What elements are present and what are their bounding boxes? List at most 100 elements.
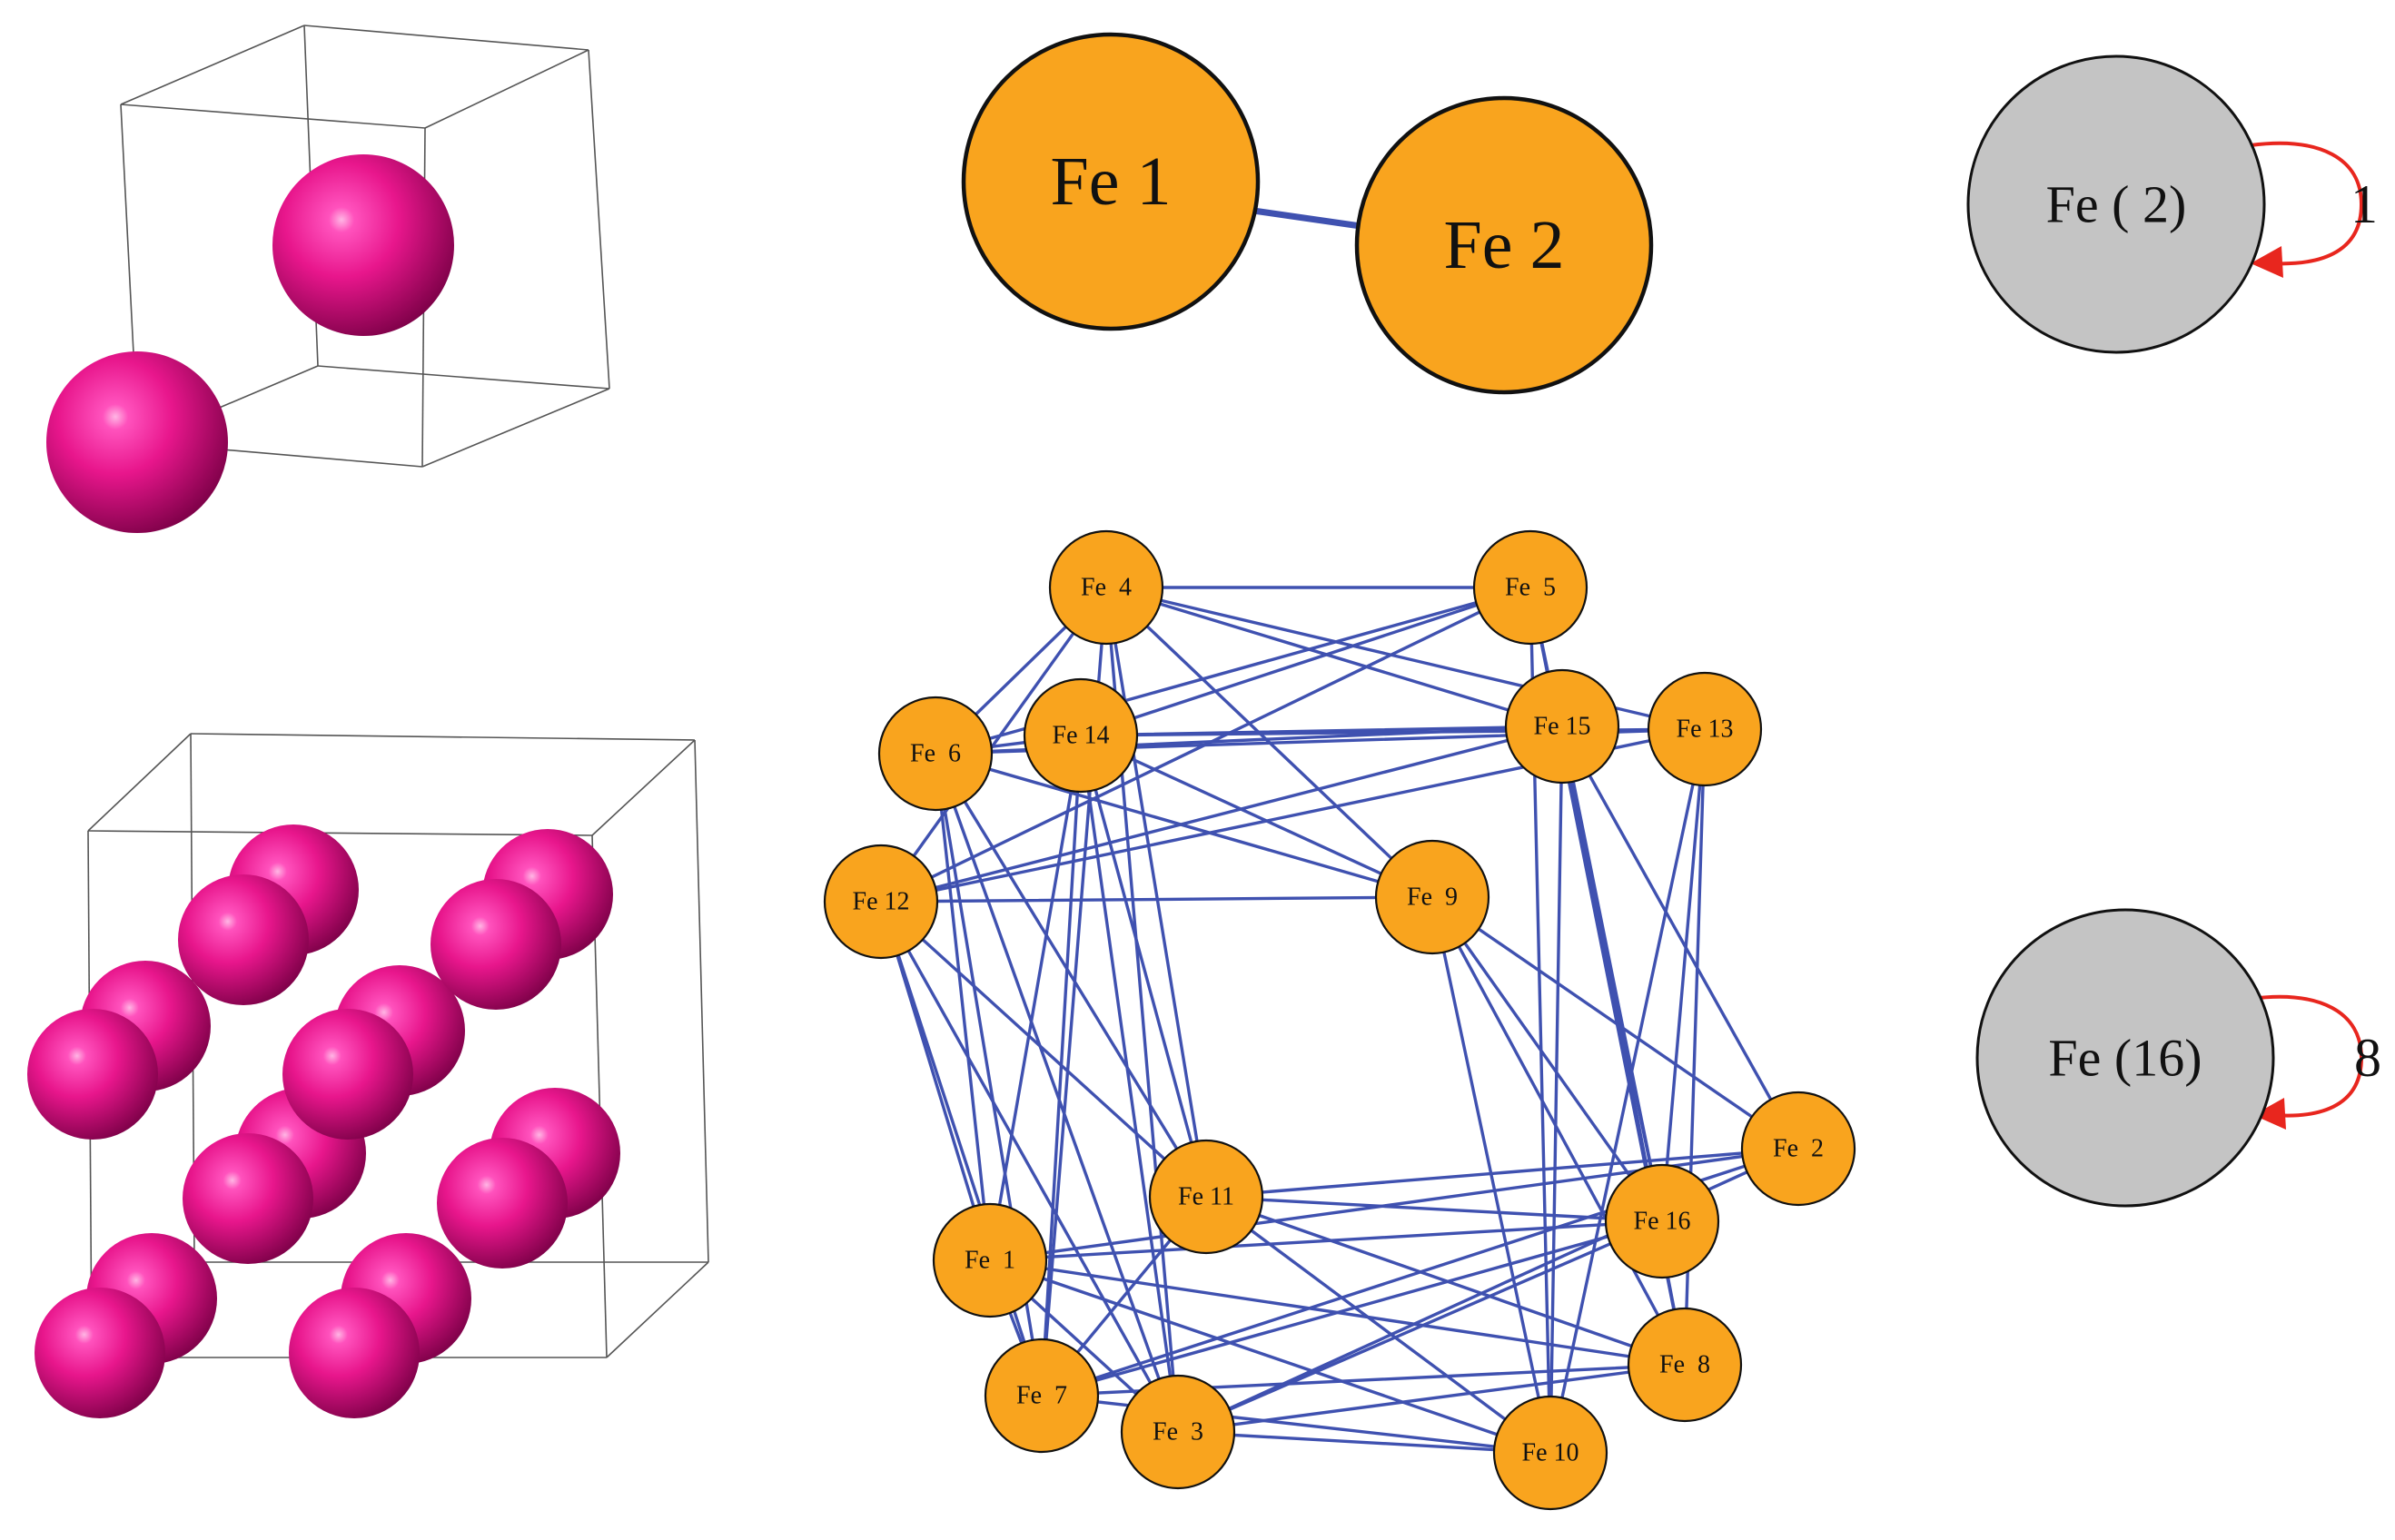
atom: [183, 1133, 313, 1264]
graph-edge: [879, 900, 1180, 1434]
graph-node-label: Fe 1: [1051, 143, 1172, 220]
graph-node-label: Fe 10: [1522, 1439, 1579, 1467]
graph-node-label: Fe 9: [1407, 884, 1458, 912]
graph-edge: [934, 752, 992, 1262]
graph-edge: [1204, 1147, 1800, 1199]
graph-node-fe1[interactable]: Fe 1: [961, 32, 1261, 331]
graph-edge: [1250, 207, 1371, 231]
graph-node-label: Fe 1: [965, 1247, 1015, 1275]
quotient-node[interactable]: Fe (16): [1975, 908, 2275, 1208]
atom: [289, 1288, 420, 1418]
atom: [272, 154, 454, 336]
graph-node-n13[interactable]: Fe 13: [1647, 671, 1763, 787]
graph-node-label: Fe 14: [1053, 722, 1110, 750]
graph-node-label: Fe 7: [1016, 1382, 1067, 1410]
graph-node-label: Fe 15: [1534, 713, 1591, 741]
graph-edge: [1560, 725, 1800, 1150]
arrowhead-icon: [2253, 1098, 2286, 1130]
graph-edge: [934, 752, 1208, 1199]
quotient-node[interactable]: Fe ( 2): [1966, 54, 2266, 354]
graph-large: Fe 4 Fe 5 Fe 14 Fe 15 Fe 13 Fe 6 Fe 12 Fe 9 Fe 2…: [823, 529, 1856, 1511]
graph-edge: [1104, 586, 1208, 1199]
graph-node-label: Fe 3: [1153, 1418, 1203, 1446]
graph-node-n7[interactable]: Fe 7: [984, 1338, 1100, 1454]
graph-edge: [1040, 1394, 1552, 1455]
graph-edge: [879, 895, 1434, 903]
graph-edge: [1104, 586, 1564, 728]
graph-node-label: Fe 12: [853, 888, 910, 916]
graph-edge: [1430, 895, 1800, 1150]
graph-node-label: Fe 11: [1178, 1183, 1234, 1211]
graph-node-n11[interactable]: Fe 11: [1148, 1139, 1264, 1255]
graph-nodes: Fe 4 Fe 5 Fe 14 Fe 15 Fe 13 Fe 6 Fe 12 Fe 9 Fe 2…: [823, 529, 1856, 1511]
loop-count-label: 8: [2354, 1028, 2381, 1088]
graph-edge: [1079, 734, 1208, 1199]
graph-edge: [1430, 895, 1664, 1223]
graph-edge: [934, 752, 1434, 899]
graph-edge: [879, 900, 1208, 1199]
loop-count-label: 1: [2350, 174, 2378, 234]
atom: [27, 1009, 158, 1140]
graph-node-label: Fe 5: [1505, 574, 1556, 602]
graph-node-label: Fe 8: [1659, 1351, 1710, 1379]
graph-edge: [988, 1259, 1687, 1367]
graph-node-n16[interactable]: Fe 16: [1604, 1163, 1720, 1279]
graph-edge: [1549, 725, 1564, 1455]
quotient-graph-large: Fe (16) 8: [1975, 908, 2381, 1208]
unit-cell-large: [27, 733, 709, 1418]
graph-edge: [988, 1259, 1552, 1455]
graph-edge: [1204, 1195, 1552, 1455]
quotient-graph-small: Fe ( 2) 1: [1966, 54, 2378, 354]
unit-cell-small: [46, 25, 610, 533]
graph-node-n9[interactable]: Fe 9: [1374, 839, 1490, 955]
graph-edge: [1204, 1195, 1664, 1223]
graph-edge: [1204, 1195, 1687, 1367]
graph-edge: [1176, 1219, 1664, 1434]
graph-node-n6[interactable]: Fe 6: [877, 696, 994, 812]
graph-node-n10[interactable]: Fe 10: [1492, 1395, 1608, 1511]
graph-edge: [1430, 895, 1687, 1367]
graph-edge: [879, 586, 1108, 903]
atom: [178, 874, 309, 1005]
atom: [431, 879, 561, 1010]
graph-node-n12[interactable]: Fe 12: [823, 844, 939, 960]
graph-edge: [1176, 1430, 1552, 1455]
graph-edge: [1549, 727, 1707, 1455]
graph-node-n1[interactable]: Fe 1: [932, 1202, 1048, 1318]
arrowhead-icon: [2251, 246, 2283, 278]
graph-node-fe2[interactable]: Fe 2: [1354, 95, 1654, 395]
graph-node-n4[interactable]: Fe 4: [1048, 529, 1164, 646]
graph-node-label: Fe 16: [1634, 1208, 1691, 1236]
graph-node-label: Fe 2: [1444, 207, 1565, 283]
graph-node-n14[interactable]: Fe 14: [1023, 677, 1139, 794]
graph-edge: [1079, 734, 1434, 899]
graph-node-label: Fe 6: [910, 740, 961, 768]
graph-edge: [879, 725, 1564, 903]
graph-edge: [988, 1219, 1664, 1262]
graph-node-label: Fe 2: [1773, 1135, 1824, 1163]
atom: [46, 351, 228, 533]
quotient-node-label: Fe (16): [2048, 1029, 2202, 1088]
graph-node-n8[interactable]: Fe 8: [1627, 1307, 1743, 1423]
graph-node-label: Fe 13: [1677, 716, 1734, 744]
graph-edge: [988, 734, 1083, 1262]
graph-edge: [934, 752, 1180, 1434]
graph-small: Fe 1 Fe 2: [961, 32, 1654, 395]
graph-edge: [1660, 727, 1707, 1223]
atom: [437, 1138, 568, 1269]
self-loop-arrow: [2250, 141, 2364, 266]
graph-node-n5[interactable]: Fe 5: [1472, 529, 1588, 646]
graph-node-n2[interactable]: Fe 2: [1740, 1091, 1856, 1207]
atom: [35, 1288, 165, 1418]
self-loop-arrow: [2250, 994, 2364, 1118]
atom: [282, 1009, 413, 1140]
graph-node-n3[interactable]: Fe 3: [1120, 1374, 1236, 1490]
graph-node-label: Fe 4: [1081, 574, 1132, 602]
quotient-node-label: Fe ( 2): [2046, 175, 2187, 234]
graph-edge: [879, 900, 1044, 1397]
graph-node-n15[interactable]: Fe 15: [1504, 668, 1620, 785]
graph-edge: [1079, 586, 1532, 737]
graph-edge: [1040, 1219, 1664, 1397]
graph-edge: [1079, 734, 1180, 1434]
